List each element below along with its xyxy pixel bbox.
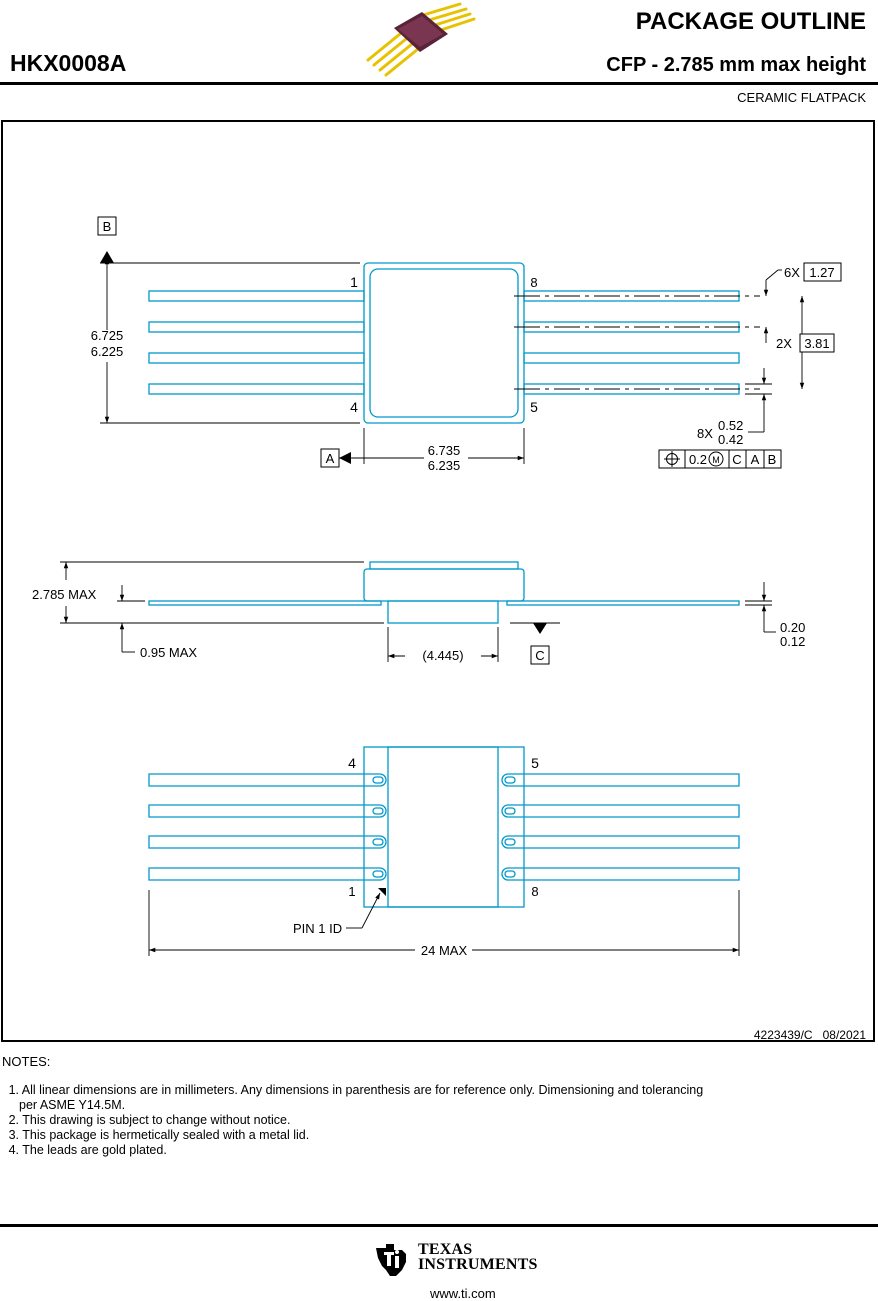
drawing-id: 4223439/C: [753, 1028, 813, 1042]
bottom-pin-label-5: 5: [531, 755, 539, 771]
side-base: [387, 600, 499, 624]
lead-1: [148, 290, 365, 302]
feature-control-frame: [658, 449, 782, 469]
package-id: HKX0008A: [10, 50, 127, 76]
bottom-lead-5: [501, 773, 740, 787]
page-title: PACKAGE OUTLINE: [635, 8, 866, 35]
bottom-lead-3: [148, 804, 387, 818]
overall-length-label: 24 MAX: [421, 943, 468, 958]
pitch-value-label: 1.27: [809, 265, 834, 280]
package-thumbnail-image: [366, 2, 476, 77]
pitch-basic-box: [803, 262, 842, 282]
standoff-label: 0.95 MAX: [140, 645, 197, 660]
lead-6: [523, 352, 740, 364]
bottom-view: [148, 746, 740, 908]
website-link[interactable]: www.ti.com: [430, 1286, 496, 1301]
datum-c-triangle: [533, 623, 547, 634]
package-subtitle: CFP - 2.785 mm max height: [606, 54, 866, 76]
datum-c-label: C: [535, 648, 544, 663]
ti-logo-icon: [376, 1244, 406, 1276]
datum-b-label: B: [103, 219, 112, 234]
lead-2: [148, 321, 365, 333]
bottom-lead-2: [148, 835, 387, 849]
thickness-min-label: 0.12: [780, 634, 805, 649]
datum-c-box: [530, 645, 550, 665]
bottom-lead-4: [148, 773, 387, 787]
pin-label-8: 8: [530, 275, 537, 290]
pin-label-4: 4: [350, 399, 358, 415]
span-basic-box: [799, 333, 835, 353]
bottom-base-outline: [387, 746, 499, 908]
height-max-label: 6.725: [91, 328, 124, 343]
lead-4: [148, 383, 365, 395]
fcf-datum-3: B: [768, 452, 777, 467]
pin-label-1: 1: [350, 274, 358, 290]
top-body-outline: [363, 262, 525, 424]
datum-b-triangle: [100, 251, 114, 263]
ti-brand-line1: TEXAS: [418, 1241, 473, 1258]
top-lid-outline: [369, 268, 519, 418]
thickness-max-label: 0.20: [780, 620, 805, 635]
width-max-label: 6.735: [428, 443, 461, 458]
side-body: [363, 568, 525, 602]
ti-brand-line2: INSTRUMENTS: [418, 1256, 538, 1273]
pitch-leader: [765, 269, 779, 281]
total-height-label: 2.785 MAX: [32, 587, 97, 602]
span-value-label: 3.81: [804, 336, 829, 351]
side-lid: [369, 561, 519, 570]
note-item-continuation: per ASME Y14.5M.: [19, 1098, 126, 1112]
note-item: 1. All linear dimensions are in millimet…: [8, 1083, 704, 1097]
header-rule: [0, 82, 878, 85]
pin1-id-label: PIN 1 ID: [293, 921, 342, 936]
mmc-circle-icon: [708, 451, 724, 467]
notes-list: 1. All linear dimensions are in millimet…: [2, 1083, 802, 1158]
bottom-pin-label-8: 8: [531, 884, 538, 899]
notes-title: NOTES:: [2, 1054, 51, 1069]
bottom-lead-7: [501, 835, 740, 849]
side-lead-left: [148, 600, 382, 606]
fcf-modifier: M: [712, 455, 720, 465]
footer-rule: [0, 1224, 878, 1227]
bottom-pin-label-4: 4: [348, 755, 356, 771]
fcf-datum-2: A: [751, 452, 760, 467]
drawing-frame: [1, 120, 875, 1042]
pin-label-5: 5: [530, 399, 538, 415]
fcf-tolerance: 0.2: [689, 452, 707, 467]
pitch-count-label: 6X: [784, 265, 800, 280]
bottom-lead-1: [148, 867, 387, 881]
lead-count-label: 8X: [697, 426, 713, 441]
ti-brand: TEXAS INSTRUMENTS: [418, 1241, 538, 1273]
side-lead-right: [506, 600, 740, 606]
datum-a-box: [320, 448, 340, 468]
lead-width-min-label: 0.42: [718, 432, 743, 447]
top-view: [148, 262, 740, 424]
note-item: 3. This package is hermetically sealed w…: [8, 1128, 310, 1142]
pin1-marker: [378, 888, 386, 896]
datum-b-box: [97, 216, 117, 236]
note-item: 2. This drawing is subject to change wit…: [8, 1113, 291, 1127]
width-min-label: 6.235: [428, 458, 461, 473]
lead-3: [148, 352, 365, 364]
lead-width-max-label: 0.52: [718, 418, 743, 433]
bottom-lead-8: [501, 867, 740, 881]
fcf-datum-1: C: [732, 452, 741, 467]
package-type: CERAMIC FLATPACK: [737, 90, 866, 105]
note-item: 4. The leads are gold plated.: [8, 1143, 167, 1157]
side-view: [148, 561, 740, 624]
datum-a-label: A: [326, 451, 335, 466]
bottom-pin-label-1: 1: [348, 884, 355, 899]
height-min-label: 6.225: [91, 344, 124, 359]
drawing-number: 4223439/C 08/2021: [754, 1028, 866, 1042]
drawing-date: 08/2021: [822, 1028, 866, 1042]
datum-a-triangle: [339, 452, 351, 464]
bottom-lead-6: [501, 804, 740, 818]
span-count-label: 2X: [776, 336, 792, 351]
base-ref-label: (4.445): [422, 648, 463, 663]
